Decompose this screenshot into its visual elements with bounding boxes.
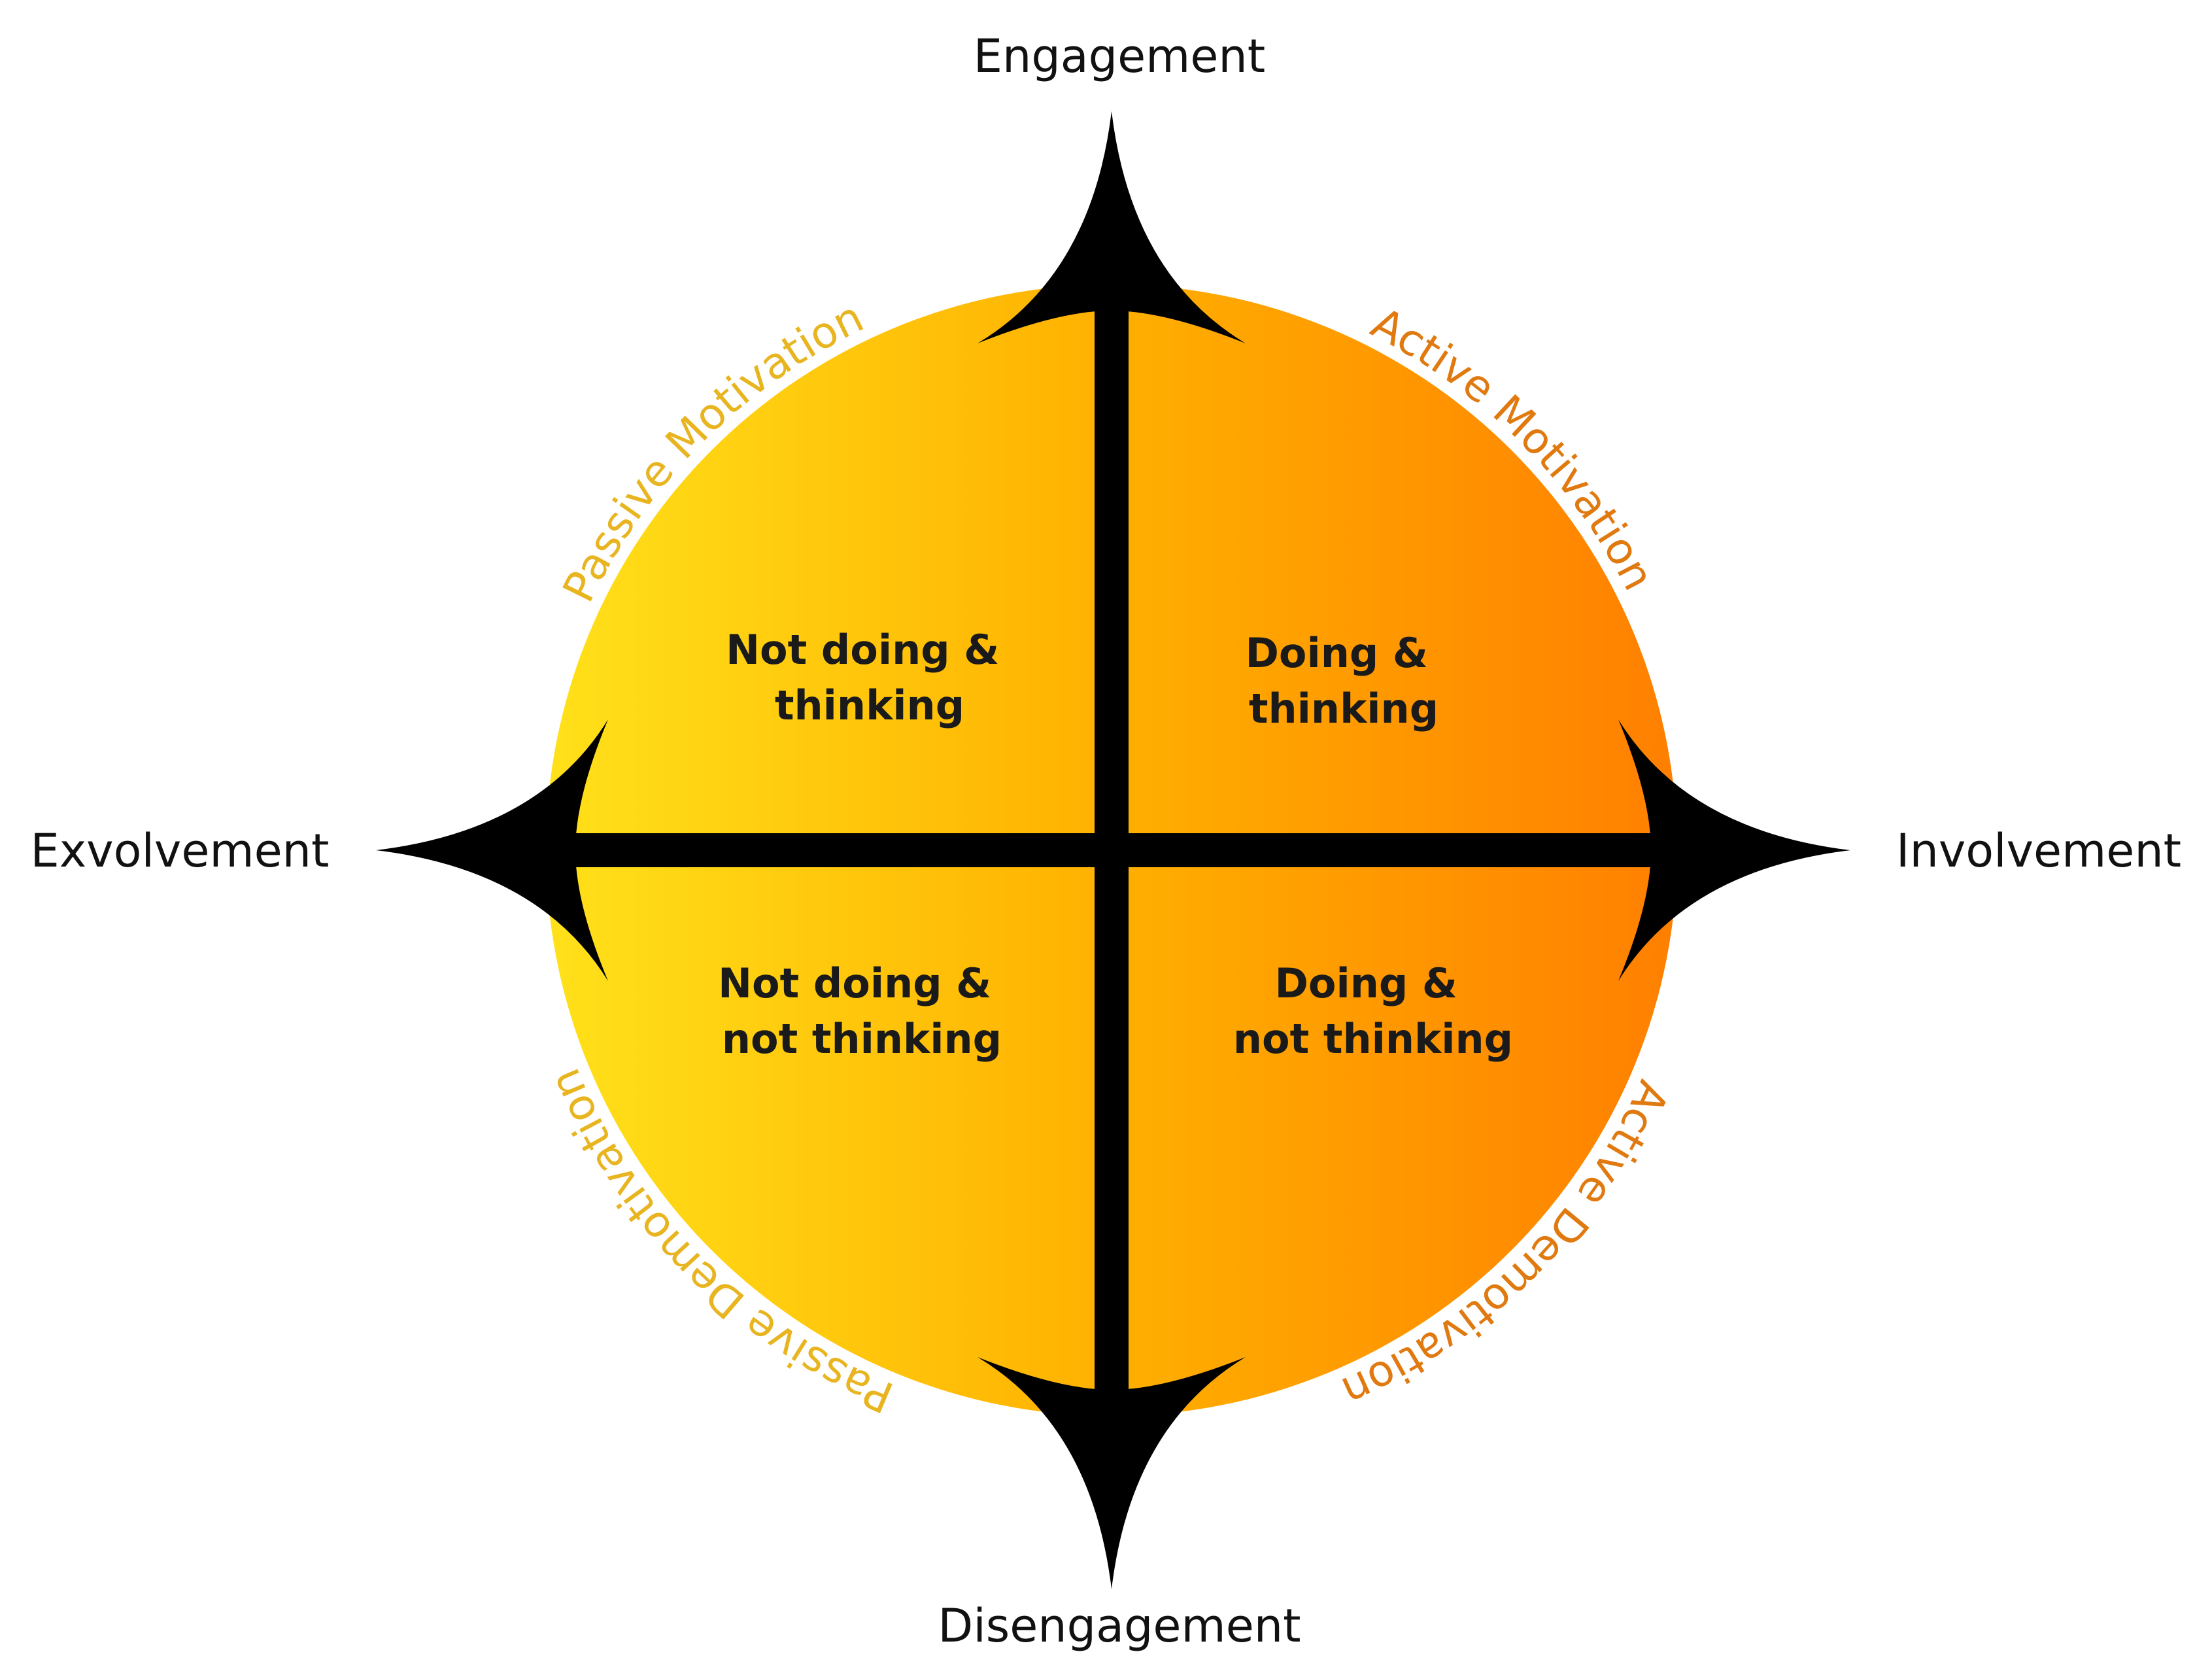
quadrant-bottom-right-line-1: Doing & [1274, 959, 1457, 1007]
quadrant-bottom-right-line-2: not thinking [1233, 1015, 1513, 1063]
axis-label-left: Exvolvement [31, 824, 330, 878]
arrow-down-icon [978, 1357, 1246, 1589]
axis-label-right: Involvement [1896, 824, 2181, 878]
quadrant-bottom-left-line-2: not thinking [722, 1015, 1002, 1063]
quadrant-top-right-line-2: thinking [1249, 685, 1438, 732]
arrow-right-icon [1618, 719, 1850, 981]
arrow-left-icon [376, 719, 608, 981]
axis-label-top: Engagement [974, 29, 1266, 83]
horizontal-axis-shaft [536, 833, 1687, 867]
axis-label-bottom: Disengagement [938, 1599, 1301, 1653]
quadrant-bottom-left-line-1: Not doing & [718, 959, 991, 1007]
axis-arrows [376, 111, 1850, 1589]
quadrant-top-right-line-1: Doing & [1245, 629, 1427, 677]
quadrant-bottom-right-text: Doing & not thinking [1233, 959, 1513, 1063]
quadrant-top-left-text: Not doing & thinking [726, 626, 1013, 729]
quadrant-top-right-text: Doing & thinking [1245, 629, 1442, 732]
quadrant-bottom-left-text: Not doing & not thinking [718, 959, 1006, 1063]
quadrant-top-left-line-2: thinking [775, 681, 964, 729]
arrow-up-icon [978, 111, 1246, 343]
quadrant-top-left-line-1: Not doing & [726, 626, 999, 674]
